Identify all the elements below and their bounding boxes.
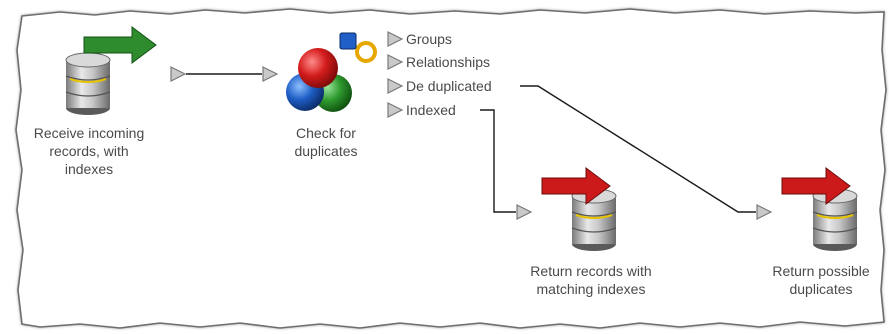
check-duplicates-icon[interactable]	[286, 32, 377, 112]
label-line: duplicates	[789, 281, 853, 297]
torn-paper-border	[15, 8, 887, 329]
input-port-icon[interactable]	[756, 204, 773, 220]
receive-records-label: Receive incoming records, with indexes	[28, 124, 150, 178]
label-line: Receive incoming	[33, 125, 145, 141]
label-line: records, with	[49, 143, 129, 159]
deduplicated-port-icon[interactable]	[387, 78, 404, 94]
indexed-port-label: Indexed	[406, 102, 456, 118]
groups-port-icon[interactable]	[387, 31, 404, 47]
check-duplicates-label: Check for duplicates	[278, 124, 374, 160]
indexed-connector	[480, 109, 516, 213]
arrow-right-icon	[781, 167, 851, 205]
receive-records-icon[interactable]	[65, 26, 157, 115]
label-line: matching indexes	[536, 281, 646, 297]
label-line: duplicates	[294, 143, 358, 159]
return-matching-label: Return records with matching indexes	[505, 262, 677, 298]
input-port-icon[interactable]	[516, 204, 533, 220]
relationships-port-label: Relationships	[406, 54, 491, 70]
label-line: indexes	[64, 161, 114, 177]
relationships-port-icon[interactable]	[387, 54, 404, 70]
deduplicated-port-label: De duplicated	[406, 78, 492, 94]
arrow-right-icon	[541, 167, 611, 205]
output-port-icon[interactable]	[170, 66, 187, 82]
label-line: Return records with	[530, 263, 652, 279]
input-port-icon[interactable]	[262, 66, 279, 82]
return-duplicates-icon[interactable]	[781, 167, 858, 251]
deduplicated-connector	[520, 85, 756, 213]
arrow-right-icon	[83, 26, 157, 64]
label-line: Return possible	[772, 263, 870, 279]
return-matching-icon[interactable]	[541, 167, 617, 251]
label-line: Check for	[296, 125, 356, 141]
indexed-port-icon[interactable]	[387, 102, 404, 118]
return-duplicates-label: Return possible duplicates	[756, 262, 886, 298]
groups-port-label: Groups	[406, 31, 452, 47]
